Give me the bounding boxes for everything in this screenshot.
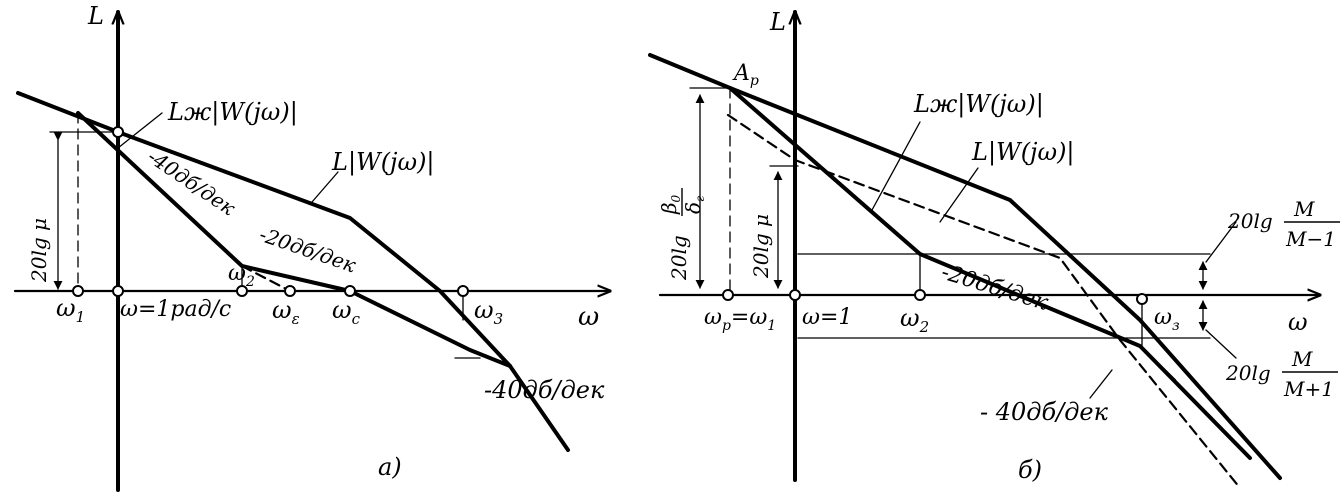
point-we-a: [284, 285, 296, 297]
tick-w1-a: ω1: [56, 294, 85, 326]
tick-wc-a: ωc: [332, 296, 361, 328]
dim-mu-label-b: 20lg μ: [749, 214, 773, 279]
panel-b: L ω Aр Lж|W(jω)| L|W(jω)| -20дб/дек - 40…: [648, 8, 1340, 490]
caption-b: б): [1018, 456, 1042, 484]
slope2-label-a: -20дб/дек: [256, 222, 359, 277]
dim-beta-label-b: 20lg β0 δг: [657, 188, 707, 281]
slope3-label-a: -40дб/дек: [484, 376, 605, 404]
slope1-label-a: -40дб/дек: [143, 144, 240, 220]
leader-slope2-b: [1089, 369, 1113, 399]
svg-text:M: M: [1291, 347, 1313, 371]
dim-mminus-label-b: 20lg M M−1: [1227, 197, 1340, 251]
dim-mu-label-a: 20lg μ: [27, 218, 51, 283]
leader-actual-a: [311, 171, 339, 203]
y-axis-label-b: L: [769, 8, 786, 36]
tick-wp-b: ωр=ω1: [704, 305, 776, 334]
leader-mminus-b: [1205, 221, 1237, 263]
slope1-label-b: -20дб/дек: [938, 260, 1052, 316]
svg-text:M−1: M−1: [1285, 227, 1336, 251]
curve-desired-label-a: Lж|W(jω)|: [167, 98, 298, 127]
curve-actual-label-a: L|W(jω)|: [331, 148, 435, 177]
dim-mplus-label-b: 20lg M M+1: [1225, 347, 1338, 401]
leader-desired-a: [117, 112, 163, 149]
tick-w2-b: ω2: [900, 304, 929, 336]
svg-text:M: M: [1293, 197, 1315, 221]
panel-a: L ω Lж|W(jω)| L|W(jω)| -40дб/дек -20дб/д…: [13, 2, 610, 492]
point-w-unit-b: [789, 289, 801, 301]
leader-desired-b: [871, 121, 921, 211]
tick-w3-b: ωз: [1154, 305, 1180, 334]
y-axis-label-a: L: [87, 2, 104, 30]
point-desired-start-a: [112, 126, 124, 138]
curve-upper-b: [648, 53, 1282, 480]
svg-text:β0: β0: [657, 194, 683, 215]
svg-text:20lg: 20lg: [667, 235, 691, 281]
point-w3-b: [1136, 293, 1148, 305]
tick-we-a: ωε: [272, 296, 300, 328]
svg-text:M+1: M+1: [1283, 377, 1334, 401]
tick-w3-a: ω3: [474, 296, 503, 328]
x-axis-label-b: ω: [1288, 308, 1308, 336]
curve-actual-a: [16, 91, 570, 452]
svg-text:20lg: 20lg: [1227, 209, 1273, 233]
curve-dashed-b: [726, 113, 1242, 490]
point-w2-b: [914, 289, 926, 301]
svg-text:20lg: 20lg: [1225, 361, 1271, 385]
curve-ext-b: [1038, 303, 1177, 382]
x-axis-label-a: ω: [578, 302, 599, 332]
leader-actual-b: [939, 167, 979, 223]
slope2-label-b: - 40дб/дек: [980, 398, 1109, 426]
point-wc-a: [344, 285, 356, 297]
point-ap-label-b: Aр: [732, 61, 759, 89]
tick-w-unit-b: ω=1: [802, 305, 852, 330]
asymptote-a: [240, 264, 292, 293]
point-wp-b: [722, 289, 734, 301]
leader-mplus-b: [1205, 329, 1237, 359]
tick-w2-a: ω2: [228, 261, 255, 290]
svg-text:δг: δг: [681, 196, 707, 214]
curve-actual-label-b: L|W(jω)|: [971, 138, 1075, 167]
point-w1-a: [72, 285, 84, 297]
tick-w-unit-a: ω=1рад/с: [120, 297, 231, 322]
curve-desired-label-b: Lж|W(jω)|: [913, 90, 1044, 119]
caption-a: а): [378, 453, 402, 481]
point-w3-a: [457, 285, 469, 297]
point-w-unit-a: [112, 285, 124, 297]
point-w2-a: [236, 285, 248, 297]
